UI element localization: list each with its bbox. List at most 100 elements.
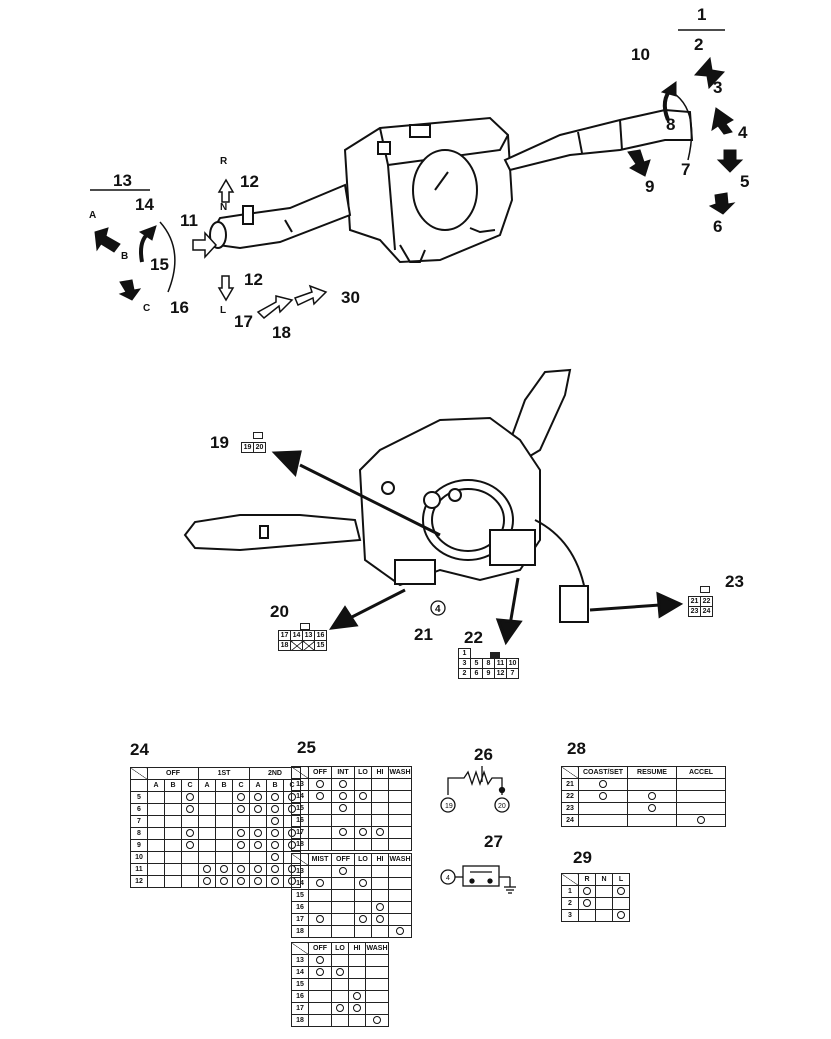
row-header: 3 xyxy=(561,909,579,922)
table-cell xyxy=(308,814,332,827)
row-header: 17 xyxy=(291,913,309,926)
pin: 24 xyxy=(700,606,713,617)
table-cell xyxy=(627,802,677,815)
table-cell xyxy=(354,889,372,902)
table-cell xyxy=(388,802,412,815)
continuity-dot xyxy=(271,792,279,801)
table-cell xyxy=(331,925,355,938)
continuity-dot xyxy=(376,914,384,923)
column-header: B xyxy=(266,779,284,792)
table-cell xyxy=(331,790,355,803)
callout-5: 5 xyxy=(740,172,749,191)
column-header: N xyxy=(595,873,613,886)
table-cell xyxy=(308,990,332,1003)
table-cell xyxy=(147,791,165,804)
continuity-dot xyxy=(254,828,262,837)
table-cell xyxy=(308,865,332,878)
table-cell xyxy=(348,1014,366,1027)
row-header: 18 xyxy=(291,838,309,851)
table-cell xyxy=(331,954,349,967)
table-cell xyxy=(348,1002,366,1015)
pin: 21 xyxy=(688,596,701,607)
table-cell xyxy=(354,814,372,827)
continuity-dot xyxy=(254,840,262,849)
pin: 17 xyxy=(278,630,291,641)
pin: 11 xyxy=(494,658,507,669)
table-cell xyxy=(371,913,389,926)
table-row: 8 xyxy=(130,827,301,840)
table-cell xyxy=(354,901,372,914)
callout-30: 30 xyxy=(341,288,360,307)
continuity-dot xyxy=(186,828,194,837)
continuity-dot xyxy=(254,804,262,813)
table-cell xyxy=(331,990,349,1003)
table-row: 24 xyxy=(561,814,726,827)
light-arrows xyxy=(192,178,328,320)
continuity-dot xyxy=(359,791,367,800)
column-header: LO xyxy=(331,942,349,955)
continuity-dot xyxy=(237,828,245,837)
row-header: 6 xyxy=(130,803,148,816)
callout-18: 18 xyxy=(272,323,291,342)
row-header: 15 xyxy=(291,978,309,991)
callout-12a: 12 xyxy=(240,172,259,191)
table-cell xyxy=(164,851,182,864)
table-row: 14 xyxy=(291,790,412,803)
continuity-dot xyxy=(339,803,347,812)
callout-17: 17 xyxy=(234,312,253,331)
callout-11: 11 xyxy=(180,211,198,230)
table-cell xyxy=(578,802,628,815)
table-cell xyxy=(308,802,332,815)
continuity-dot xyxy=(316,955,324,964)
table-cell xyxy=(249,827,267,840)
continuity-dot xyxy=(697,815,705,824)
table-row: 13 xyxy=(291,954,389,967)
continuity-dot xyxy=(617,886,625,895)
table-cell xyxy=(388,838,412,851)
table-cell xyxy=(371,802,389,815)
table-cell xyxy=(331,913,355,926)
table-row: 22 xyxy=(561,790,726,803)
middle-arrows xyxy=(271,450,684,646)
table-cell xyxy=(308,877,332,890)
table-cell xyxy=(198,863,216,876)
table-cell xyxy=(578,814,628,827)
row-header: 5 xyxy=(130,791,148,804)
table-cell xyxy=(578,790,628,803)
callout-4: 4 xyxy=(738,123,748,142)
continuity-dot xyxy=(254,876,262,885)
continuity-dot xyxy=(316,791,324,800)
continuity-dot xyxy=(617,910,625,919)
table-cell xyxy=(266,875,284,888)
table-cell xyxy=(388,901,412,914)
table-cell xyxy=(388,790,412,803)
callout-25: 25 xyxy=(297,738,316,757)
table-cell xyxy=(331,865,355,878)
column-header: LO xyxy=(354,766,372,779)
table-cell xyxy=(266,791,284,804)
table-cell xyxy=(676,790,726,803)
table-cell xyxy=(249,815,267,828)
table-row: 17 xyxy=(291,1002,389,1015)
column-header: COAST/SET xyxy=(578,766,628,779)
table-cell xyxy=(249,791,267,804)
table-cell xyxy=(232,875,250,888)
table-cell xyxy=(147,839,165,852)
continuity-dot xyxy=(237,792,245,801)
table-cell xyxy=(354,877,372,890)
table-cell xyxy=(365,1002,389,1015)
column-header: OFF xyxy=(308,766,332,779)
continuity-dot xyxy=(271,804,279,813)
table-cell xyxy=(331,802,355,815)
continuity-dot xyxy=(599,791,607,800)
table-cell xyxy=(676,814,726,827)
column-header: A xyxy=(198,779,216,792)
row-header: 1 xyxy=(561,885,579,898)
continuity-dot xyxy=(583,886,591,895)
table-cell xyxy=(232,839,250,852)
table-row: 10 xyxy=(130,851,301,864)
continuity-dot xyxy=(186,792,194,801)
table-cell xyxy=(308,913,332,926)
pin: 9 xyxy=(482,668,495,679)
